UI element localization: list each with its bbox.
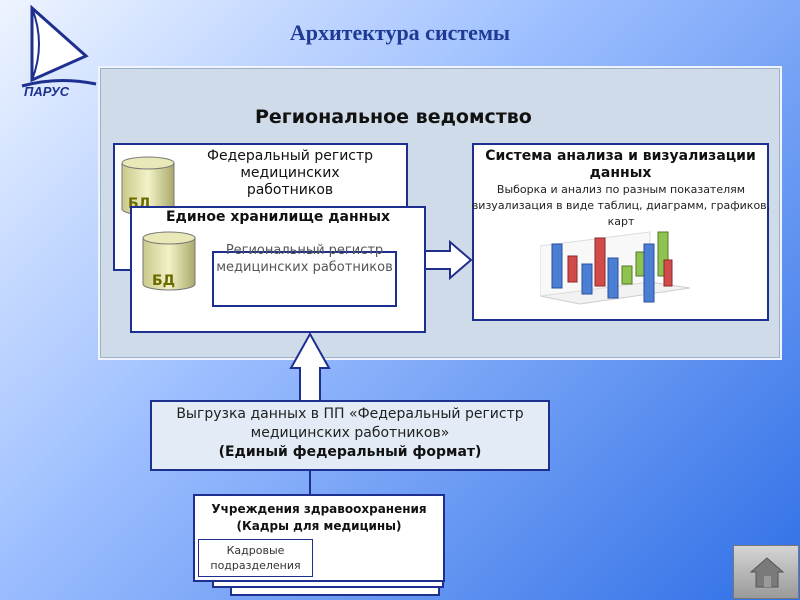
database-icon: [142, 231, 196, 291]
institutions-title: Учреждения здравоохранения (Кадры для ме…: [211, 502, 427, 533]
analysis-system-title: Система анализа и визуализации данных: [485, 148, 756, 181]
analysis-system-description: Выборка и анализ по разным показателям в…: [471, 183, 771, 228]
connector-line: [309, 471, 311, 495]
bar-chart-icon: [540, 231, 690, 305]
page-title: Архитектура системы: [289, 20, 511, 45]
right-arrow-icon: [424, 240, 473, 280]
regional-agency-title: Региональное ведомство здравоохранения: [255, 106, 532, 134]
parus-logo-icon: ПАРУС: [21, 4, 97, 99]
up-arrow-icon: [289, 331, 331, 402]
home-icon: [749, 557, 785, 588]
federal-register-title: Федеральный регистр медицинских работник…: [206, 148, 374, 198]
regional-register-label: Региональный регистр медицинских работни…: [216, 243, 393, 275]
unified-storage-title: Единое хранилище данных: [165, 209, 391, 225]
database-label: БД: [152, 273, 176, 289]
export-description: Выгрузка данных в ПП «Федеральный регист…: [176, 406, 524, 441]
export-box: [150, 400, 550, 471]
hr-departments-label: Кадровые подразделения: [210, 544, 301, 572]
svg-text:ПАРУС: ПАРУС: [24, 84, 70, 99]
home-button[interactable]: [733, 545, 799, 599]
regional-register-box: [212, 251, 397, 307]
hr-departments-box: [198, 539, 313, 577]
export-format: (Единый федеральный формат): [218, 444, 482, 460]
